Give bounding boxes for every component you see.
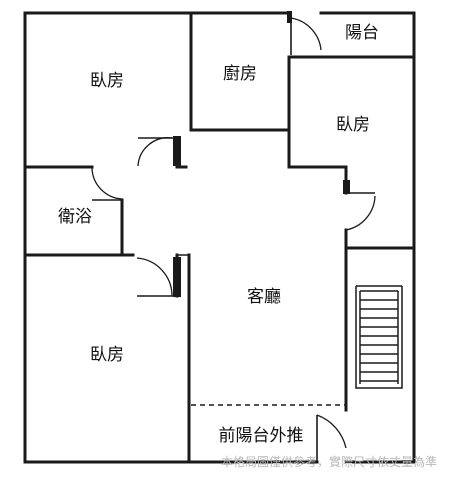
door-top-left-bedroom <box>137 137 175 167</box>
interior-walls <box>23 11 416 464</box>
room-bedroom-bottom-left: 臥房 <box>90 345 124 365</box>
room-bedroom-top-left: 臥房 <box>90 71 124 91</box>
staircase <box>355 285 403 389</box>
outer-walls <box>23 11 416 464</box>
room-bathroom: 衛浴 <box>58 207 92 227</box>
room-bedroom-right: 臥房 <box>336 115 370 135</box>
room-kitchen: 廚房 <box>223 63 257 84</box>
door-bathroom <box>91 167 123 201</box>
wall-jambs <box>173 11 350 297</box>
room-front-balcony: 前陽台外推 <box>219 426 304 446</box>
room-balcony: 陽台 <box>345 23 379 43</box>
door-bottom-left-bedroom <box>136 257 175 297</box>
door-right-bedroom <box>345 192 376 231</box>
door-front-balcony <box>316 414 347 462</box>
door-balcony <box>290 17 322 55</box>
room-living: 客廳 <box>247 287 281 307</box>
disclaimer-text: 本格局圖僅供參考，實際尺寸依丈量為準 <box>221 454 437 469</box>
